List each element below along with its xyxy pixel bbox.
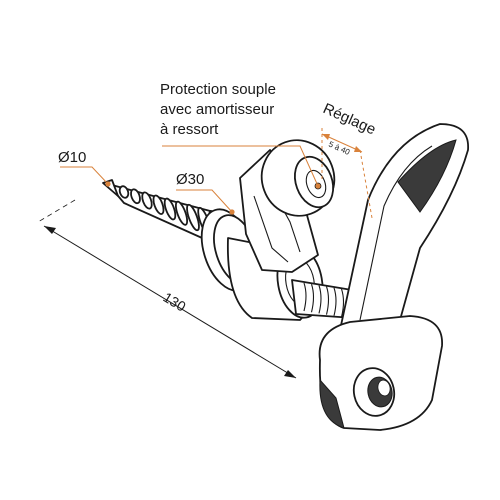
thread-ridge — [152, 194, 165, 215]
leader-diam30: Ø30 — [176, 171, 235, 215]
rod-thread-line — [325, 286, 330, 315]
thread-ridge — [118, 185, 130, 199]
rod-thread-line — [333, 287, 337, 316]
thread-ridge — [141, 191, 153, 210]
rod-thread-line — [303, 282, 307, 312]
rod-thread-line — [310, 284, 315, 313]
protection-label-line3: à ressort — [160, 121, 219, 138]
rod-thread-line — [318, 285, 322, 314]
lever-handle — [318, 123, 469, 431]
diam30-label: Ø30 — [176, 171, 204, 188]
leader-diam10: Ø10 — [58, 149, 111, 187]
thread-ridge — [130, 188, 141, 205]
reglage-label: Réglage — [320, 100, 378, 138]
thread-ridge — [186, 203, 200, 232]
rod-thread-line — [340, 288, 345, 318]
leader-protection: Protection souple avec amortisseur à res… — [160, 81, 319, 187]
protection-label-line1: Protection souple — [160, 81, 276, 98]
spring-arm — [239, 139, 336, 273]
thread-ridge — [174, 200, 189, 226]
diam10-label: Ø10 — [58, 149, 86, 166]
thread-ridge — [163, 197, 177, 221]
protection-label-line2: avec amortisseur — [160, 101, 274, 118]
screw-tip — [102, 179, 119, 197]
